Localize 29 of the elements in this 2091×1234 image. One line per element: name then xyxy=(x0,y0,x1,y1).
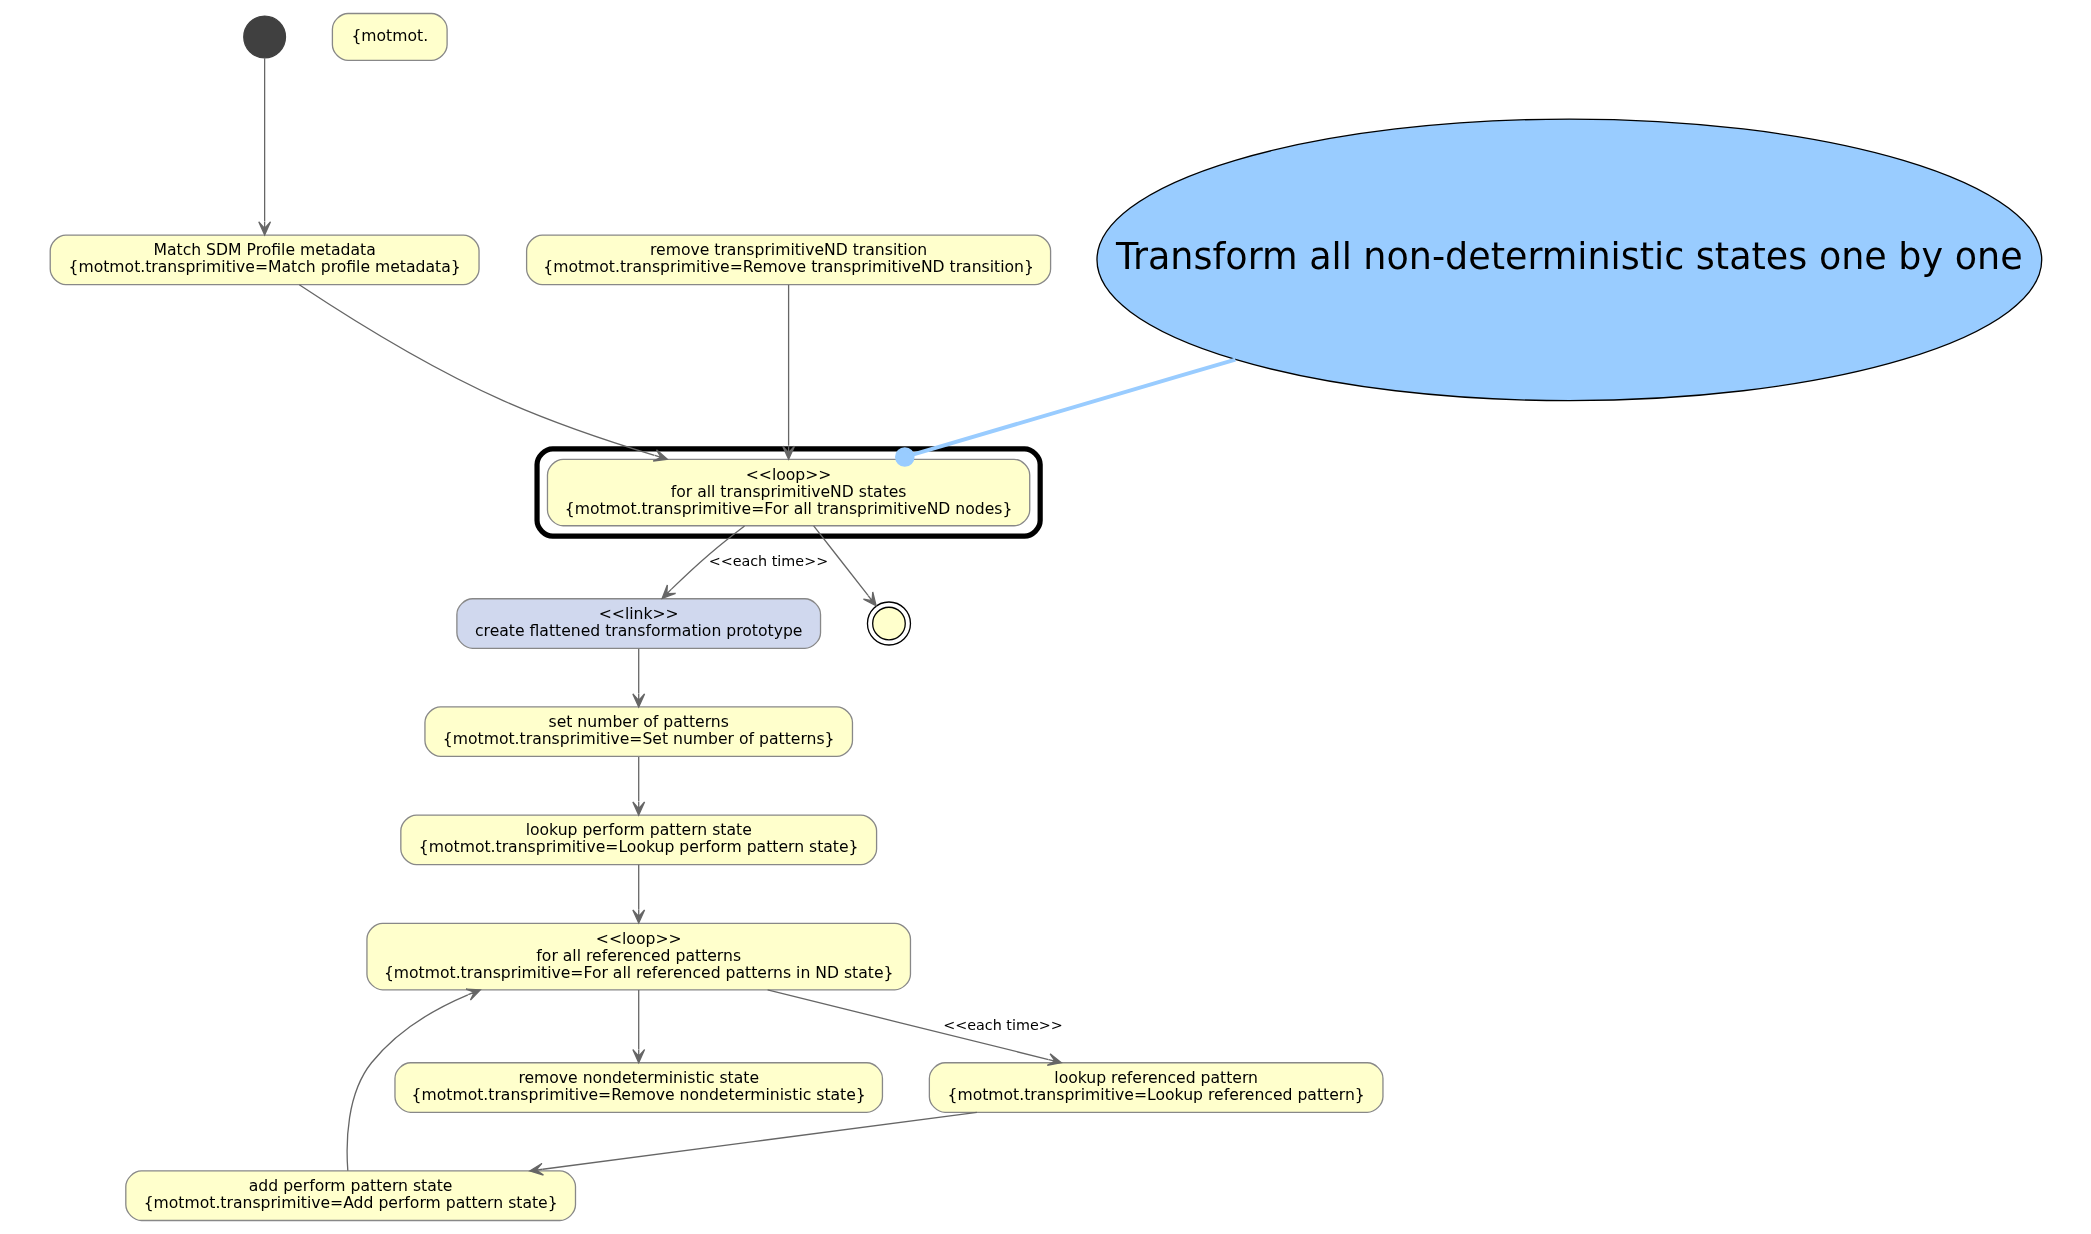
node-box: Match SDM Profile metadata {motmot.transprimitive=Match profile metadata} xyxy=(49,234,480,286)
arrow xyxy=(298,284,668,462)
arrow xyxy=(631,648,645,708)
arrow xyxy=(631,864,645,924)
node-box: {motmot. xyxy=(331,12,448,62)
node-box: remove transprimitiveND transition {motmot.transprimitive=Remove transprimitiveND transition} xyxy=(525,234,1051,286)
node-box: <<loop>> for all transprimitiveND states {motmot.transprimitive=For all transprimitiveND nodes} xyxy=(546,458,1030,527)
arrow xyxy=(781,284,795,460)
node-box: lookup perform pattern state {motmot.transprimitive=Lookup perform pattern state} xyxy=(399,814,877,866)
arrow xyxy=(528,1111,978,1176)
arrow xyxy=(812,525,877,607)
arrow xyxy=(631,989,645,1064)
arrow xyxy=(346,988,481,1172)
arrow xyxy=(631,756,645,816)
edge-label: <<each time>> xyxy=(708,552,828,569)
arrow xyxy=(661,525,745,599)
node-box: set number of patterns {motmot.transprimitive=Set number of patterns} xyxy=(423,706,853,758)
node-box: add perform pattern state {motmot.transprimitive=Add perform pattern state} xyxy=(124,1170,576,1222)
node-box: <<link>> create flattened transformation prototype xyxy=(455,598,821,649)
node-box: lookup referenced pattern {motmot.transprimitive=Lookup referenced pattern} xyxy=(928,1062,1384,1113)
node-box: remove nondeterministic state {motmot.transprimitive=Remove nondeterministic state} xyxy=(393,1062,883,1113)
node-ellipse: Transform all non-deterministic states one by one xyxy=(1095,118,2042,402)
arrow xyxy=(257,57,271,236)
node-circle xyxy=(242,15,286,59)
connector xyxy=(894,357,1236,467)
arrow xyxy=(766,989,1062,1066)
edge-label: <<each time>> xyxy=(942,1016,1063,1033)
node-box: <<loop>> for all referenced patterns {motmot.transprimitive=For all referenced patterns in ND state} xyxy=(365,922,911,991)
node-circle xyxy=(866,601,911,646)
